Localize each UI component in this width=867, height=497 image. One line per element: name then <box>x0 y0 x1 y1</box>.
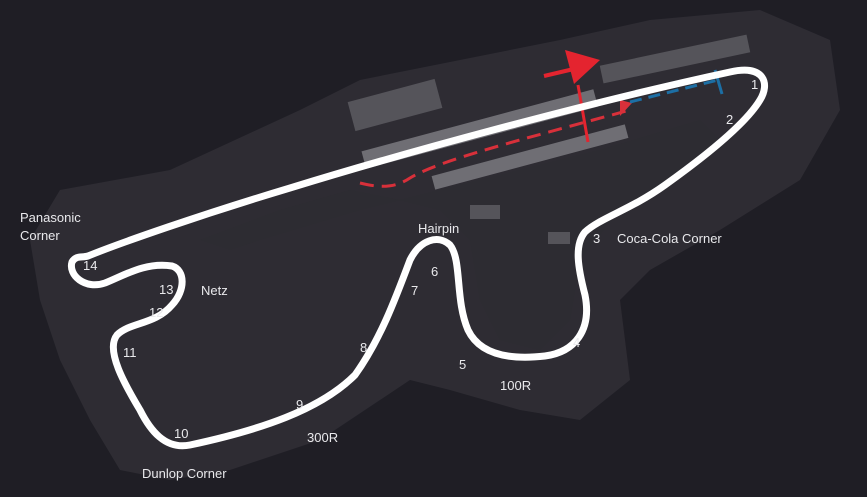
100r-label: 100R <box>500 378 532 393</box>
pit-lane-arrow-icon <box>620 100 632 116</box>
pit-exit-marker <box>576 84 590 143</box>
turn-4-label: 4 <box>573 335 581 350</box>
direction-arrow-icon <box>543 50 600 84</box>
turn-5-label: 5 <box>459 357 467 372</box>
turn-6-label: 6 <box>431 264 439 279</box>
turn-1-label: 1 <box>751 77 759 92</box>
infield-area <box>200 120 720 350</box>
turn-13-label: 13 <box>159 282 174 297</box>
300r-label: 300R <box>307 430 339 445</box>
turn-7-label: 7 <box>411 283 419 298</box>
coca-cola-corner-label: Coca-Cola Corner <box>617 231 722 246</box>
start-finish-line <box>629 78 719 104</box>
pit-lane-line <box>359 108 631 188</box>
turn-3-label: 3 <box>593 231 601 246</box>
circuit-ground <box>30 10 840 480</box>
structure-small-1 <box>347 78 443 132</box>
track-racing-line <box>67 66 768 450</box>
hairpin-label: Hairpin <box>418 221 460 236</box>
dunlop-corner-label: Dunlop Corner <box>142 466 227 481</box>
turn-2-label: 2 <box>726 112 734 127</box>
structure-small-2 <box>470 205 500 219</box>
structure-small-3 <box>548 232 570 244</box>
main-grandstand <box>431 124 629 190</box>
turn-10-label: 10 <box>174 426 189 441</box>
turn-9-label: 9 <box>296 397 304 412</box>
turn-11-label: 11 <box>123 345 137 360</box>
paddock-block <box>599 34 751 84</box>
turn-14-label: 14 <box>83 258 98 273</box>
turn-12-label: 12 <box>149 305 164 320</box>
netz-label: Netz <box>201 283 228 298</box>
turn-8-label: 8 <box>360 340 368 355</box>
panasonic-corner-label: Panasonic Corner <box>20 210 81 243</box>
